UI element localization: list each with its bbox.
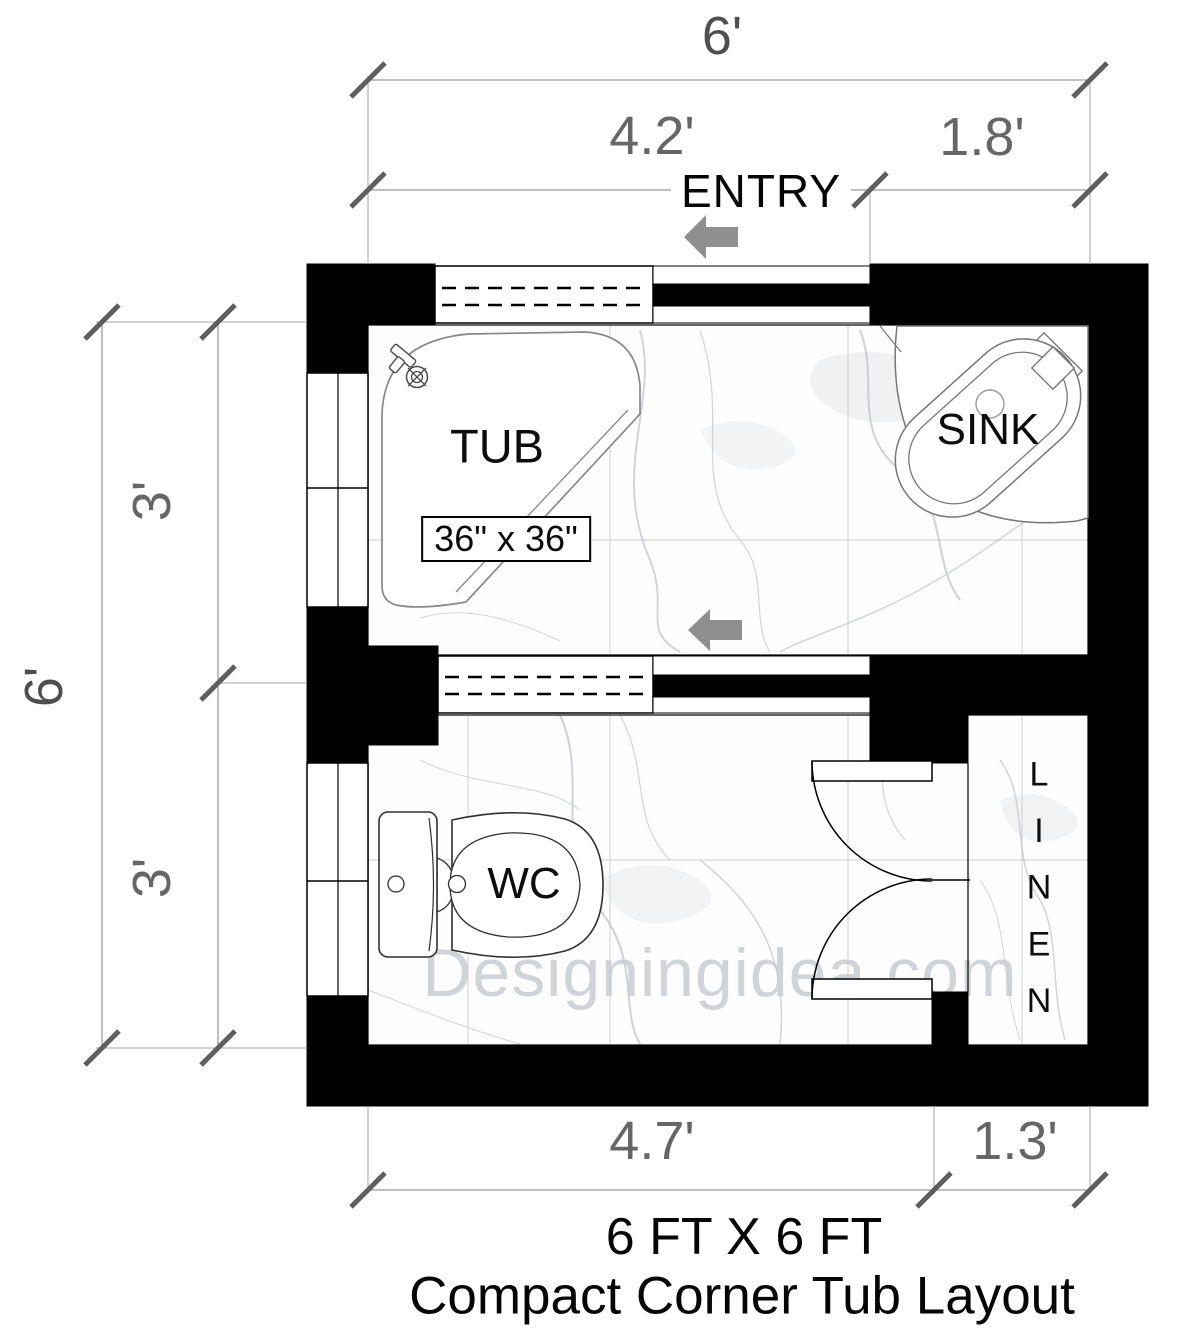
window-upper-left bbox=[306, 372, 369, 608]
tub-faucet-icon bbox=[388, 343, 429, 389]
marble-vein bbox=[999, 759, 1066, 1041]
dim-left-total: 6' bbox=[14, 666, 74, 708]
arrows bbox=[684, 215, 742, 651]
dim-top-total: 6' bbox=[701, 6, 743, 66]
interior-door-leaf bbox=[653, 675, 870, 697]
windows bbox=[306, 372, 369, 997]
entry-label: ENTRY bbox=[670, 168, 852, 214]
sliding-doors bbox=[434, 265, 871, 714]
wall-left-upper-pier bbox=[306, 263, 369, 374]
wall-bottom bbox=[306, 1045, 1149, 1107]
closet-pier-top bbox=[869, 714, 969, 764]
sink-fixture bbox=[879, 325, 1089, 524]
entry-door-leaf bbox=[653, 284, 870, 306]
closet-door-panel-bottom bbox=[811, 978, 933, 1000]
marble-vein bbox=[367, 989, 521, 1045]
wc-tank bbox=[378, 811, 438, 958]
marble-vein bbox=[699, 859, 783, 1045]
dimension-ticks bbox=[83, 61, 1109, 1209]
dim-left-bottom-segment: 3' bbox=[122, 857, 182, 899]
closet-door-panel-top bbox=[811, 760, 933, 782]
entry-pocket-door bbox=[434, 265, 871, 324]
wall-middle-left-junction bbox=[306, 645, 439, 746]
marble-vein bbox=[419, 759, 581, 811]
sink-basin bbox=[894, 338, 1082, 518]
marble-veins bbox=[367, 329, 1089, 1045]
plan-title-line2: Compact Corner Tub Layout bbox=[409, 1266, 1075, 1326]
closet-door-swing-top bbox=[811, 760, 933, 882]
dim-bottom-left-segment: 4.7' bbox=[609, 1111, 695, 1171]
closet-door-swing-bottom bbox=[811, 878, 933, 1000]
flow-arrow-icon bbox=[688, 609, 742, 651]
dim-top-right-segment: 1.8' bbox=[939, 107, 1025, 167]
marble-vein bbox=[419, 612, 561, 642]
wc-tank-curve bbox=[428, 817, 435, 952]
dim-left-top-segment: 3' bbox=[122, 480, 182, 522]
dim-bottom-right-segment: 1.3' bbox=[972, 1111, 1058, 1171]
wall-middle-right bbox=[869, 654, 1149, 716]
linen-label: LINEN bbox=[1020, 755, 1058, 1039]
sink-label: SINK bbox=[936, 405, 1040, 454]
entry-arrow-icon bbox=[684, 215, 738, 259]
interior-pocket-door bbox=[437, 655, 871, 714]
wc-fixture bbox=[378, 811, 604, 959]
wc-button-right bbox=[447, 874, 467, 894]
tub-size-label: 36" x 36" bbox=[421, 516, 591, 562]
plan-title-line1: 6 FT X 6 FT bbox=[605, 1208, 883, 1266]
dimension-graphics bbox=[83, 61, 1109, 1209]
tub-label: TUB bbox=[450, 419, 544, 473]
marble-vein bbox=[619, 714, 671, 861]
closet-pier-bottom bbox=[931, 991, 969, 1047]
sink-drain bbox=[975, 389, 1005, 419]
marble-vein bbox=[699, 329, 771, 653]
walls bbox=[306, 263, 1149, 1107]
wc-label: WC bbox=[487, 859, 561, 908]
marble-vein bbox=[632, 329, 681, 653]
wc-button-left bbox=[387, 875, 405, 893]
linen-closet-doors bbox=[811, 760, 970, 1000]
window-lower-left bbox=[306, 762, 369, 997]
extension-lines bbox=[96, 76, 1091, 1194]
sink-faucet-icon bbox=[1030, 345, 1076, 391]
sink-counter-edge bbox=[879, 325, 902, 353]
wc-seat bbox=[449, 832, 581, 938]
marble-vein bbox=[979, 879, 1021, 1041]
dim-top-left-segment: 4.2' bbox=[609, 106, 695, 166]
